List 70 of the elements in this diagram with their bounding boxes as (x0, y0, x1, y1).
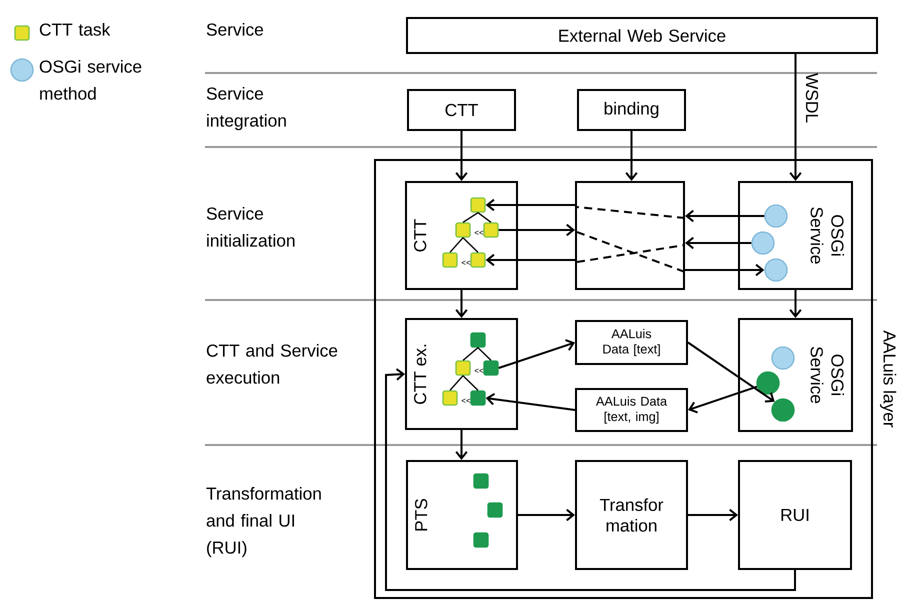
method-circle (764, 204, 788, 228)
arrow (687, 342, 775, 402)
arrow (498, 224, 575, 236)
data-box: AALuis Data [text, img] (575, 388, 688, 432)
operator-label: << (474, 230, 484, 235)
row-label: CTT and Service execution (206, 344, 338, 384)
tree-line (478, 212, 492, 223)
tree-line (462, 212, 478, 223)
tree-line (462, 375, 478, 391)
tree-line (462, 237, 478, 253)
arrow (625, 131, 638, 181)
method-circle (764, 258, 788, 282)
data-box: AALuis Data [text] (575, 320, 688, 365)
legend-label: OSGi service method (40, 60, 142, 100)
task-square (487, 502, 503, 518)
service-box: External Web Service (406, 17, 878, 54)
method-circle (771, 398, 795, 422)
component-box: PTS (406, 460, 518, 570)
task-square (455, 222, 471, 238)
task-square (470, 390, 486, 406)
arrow (455, 430, 468, 460)
operator-label: << (462, 260, 470, 265)
method-circle (751, 231, 775, 255)
row-label: Service initialization (206, 207, 294, 247)
task-square (470, 332, 486, 348)
process-box: CTT (407, 89, 516, 131)
process-box: binding (577, 89, 686, 131)
operator-label: << (462, 398, 470, 403)
arrow (685, 210, 764, 222)
operator-label: << (474, 368, 484, 373)
edge-label: WSDL (806, 73, 818, 122)
arrow (789, 290, 802, 318)
arrow (685, 264, 764, 276)
arrow (789, 54, 802, 181)
task-square (470, 252, 486, 268)
row-label: Service integration (206, 87, 286, 130)
arrow (486, 392, 576, 411)
arrow (486, 198, 575, 212)
arrow (486, 254, 575, 266)
component-box: OSGi Service (738, 318, 853, 432)
arrow (455, 131, 468, 181)
arrow (518, 508, 575, 522)
component-box: OSGi Service (738, 181, 853, 290)
legend-label: CTT task (40, 23, 110, 36)
row-label: Transformation and final UI (RUI) (206, 487, 321, 558)
tree-line (450, 237, 464, 253)
tree-line (450, 375, 464, 391)
arrow (498, 339, 575, 369)
task-square (455, 360, 471, 376)
task-square (442, 390, 458, 406)
arrow (688, 508, 738, 522)
arrow (455, 290, 468, 318)
task-square (470, 197, 486, 213)
arrow (385, 368, 796, 591)
process-box: Transfor mation (575, 460, 688, 570)
process-box: RUI (738, 460, 852, 570)
task-square (483, 360, 499, 376)
arrow (688, 386, 758, 414)
node-label: AALuis layer (880, 330, 896, 428)
task-square (473, 532, 489, 548)
mapping-box (575, 181, 685, 290)
row-label: Service (206, 23, 264, 36)
method-circle (771, 346, 795, 370)
method-circle (756, 371, 780, 395)
tree-line (478, 347, 492, 361)
task-square (442, 252, 458, 268)
task-square (473, 473, 489, 489)
tree-line (462, 347, 478, 361)
task-square (483, 222, 499, 238)
arrow (685, 236, 752, 250)
